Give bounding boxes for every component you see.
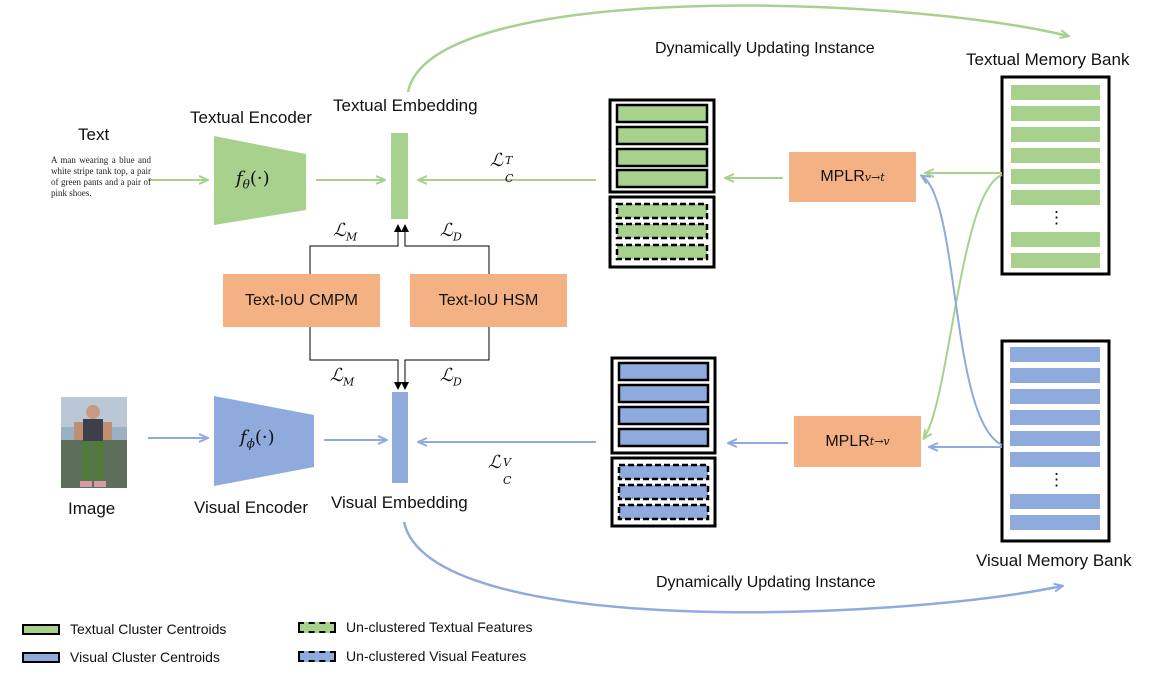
loss-d-top-label: ℒD xyxy=(440,220,462,244)
f-theta-label: fθ(·) xyxy=(236,168,270,192)
legend-unclustered-textual-label: Un-clustered Textual Features xyxy=(346,619,533,635)
visual-embedding-bar xyxy=(392,392,408,483)
text-iou-cmpm-box: Text-IoU CMPM xyxy=(223,274,380,327)
textual-bank-to-mplr-bottom-curve xyxy=(924,174,1003,438)
loss-cm-top-label: ℒM xyxy=(333,220,358,244)
person-image xyxy=(61,397,127,488)
image-input-title: Image xyxy=(68,499,116,518)
visual-bank-to-mplr-top-curve xyxy=(922,176,1003,446)
textual-embedding-title: Textual Embedding xyxy=(333,96,478,115)
update-top-label: Dynamically Updating Instance xyxy=(655,40,875,57)
legend-unclustered-visual: Un-clustered Visual Features xyxy=(298,648,526,664)
textual-unclustered-stack xyxy=(608,195,716,269)
textual-bank-ellipsis: ⋮ xyxy=(1048,208,1065,227)
legend-unclustered-textual: Un-clustered Textual Features xyxy=(298,619,533,635)
loss-d-bottom-label: ℒD xyxy=(440,365,462,389)
legend-textual-centroids-swatch xyxy=(22,623,60,635)
text-input-title: Text xyxy=(78,125,110,144)
visual-bank-ellipsis: ⋮ xyxy=(1048,470,1065,489)
visual-encoder-shape xyxy=(214,396,314,486)
hsm-to-textual-connector xyxy=(404,227,490,274)
visual-embedding-title: Visual Embedding xyxy=(331,493,468,512)
textual-encoder-title: Textual Encoder xyxy=(190,108,312,127)
loss-cm-bottom-label: ℒM xyxy=(330,365,355,389)
legend-visual-centroids: Visual Cluster Centroids xyxy=(22,649,220,665)
textual-centroid-stack xyxy=(608,98,716,194)
text-input-caption: A man wearing a blue and white stripe ta… xyxy=(51,155,151,198)
f-phi-label: fϕ(·) xyxy=(240,427,275,451)
legend-unclustered-visual-label: Un-clustered Visual Features xyxy=(346,648,527,664)
legend-unclustered-visual-swatch xyxy=(298,650,336,662)
legend-visual-centroids-label: Visual Cluster Centroids xyxy=(70,649,220,665)
textual-memory-bank-title: Textual Memory Bank xyxy=(966,50,1130,69)
textual-embedding-bar xyxy=(391,133,408,219)
legend-unclustered-textual-swatch xyxy=(298,621,336,633)
hsm-to-visual-connector xyxy=(404,327,490,382)
visual-centroid-stack xyxy=(610,356,717,455)
legend-textual-centroids: Textual Cluster Centroids xyxy=(22,621,226,637)
cmpm-to-textual-connector xyxy=(309,227,399,274)
update-bottom-label: Dynamically Updating Instance xyxy=(656,574,876,591)
visual-encoder-title: Visual Encoder xyxy=(194,498,309,517)
textual-encoder-shape xyxy=(214,136,306,225)
visual-update-curve xyxy=(402,521,1062,614)
textual-memory-bank xyxy=(1000,75,1111,276)
text-iou-hsm-box: Text-IoU HSM xyxy=(410,274,567,327)
visual-memory-bank xyxy=(1000,339,1111,543)
textual-update-curve xyxy=(406,4,1068,93)
legend-visual-centroids-swatch xyxy=(22,651,60,663)
visual-unclustered-stack xyxy=(610,456,717,528)
legend-textual-centroids-label: Textual Cluster Centroids xyxy=(70,621,227,637)
visual-memory-bank-title: Visual Memory Bank xyxy=(976,551,1132,570)
cmpm-to-visual-connector xyxy=(309,327,399,382)
